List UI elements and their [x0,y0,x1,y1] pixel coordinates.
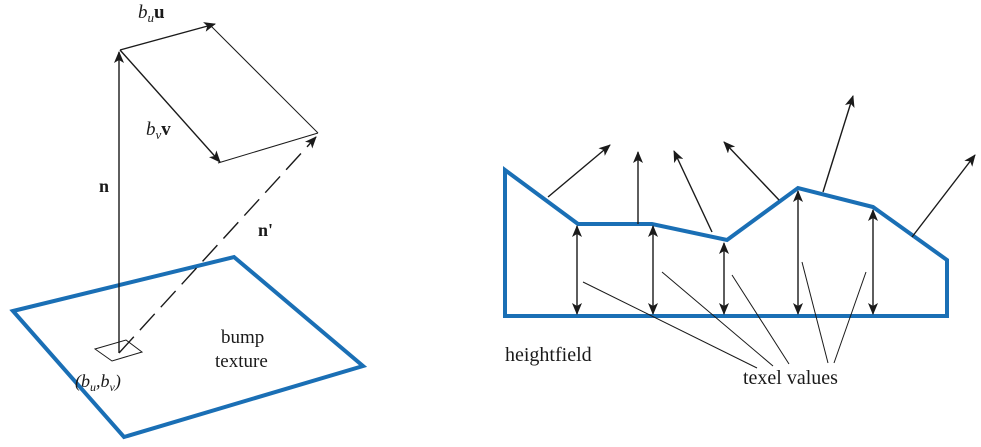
texel-coord-label: (bu,bv) [75,371,121,394]
perturbed-normal-label: n' [258,220,273,240]
texel-leader-line [731,274,790,365]
normal-label: n [99,176,109,196]
texel-leader-line [833,271,867,364]
right-diagram: heightfield texel values [503,95,976,389]
surface-normal-arrow [822,95,855,193]
left-diagram: n n' buu bvv bump texture (bu,bv) [9,2,368,440]
parallelogram-edge-right [209,24,319,134]
surface-normal-arrow [911,154,976,238]
bv-v-arrow [119,49,221,163]
texel-leader-line [582,281,758,369]
texel-leader-line [661,271,774,367]
surface-normal-arrow [723,141,780,201]
perturbed-normal-line [118,136,317,354]
bump-texture-plane [9,254,368,440]
surface-normal-arrow [547,144,611,198]
texel-values-label: texel values [743,367,838,389]
surface-normal-arrow [673,150,713,233]
texel-square [93,339,144,362]
heightfield-label: heightfield [505,344,592,366]
heightfield-outline [503,166,949,318]
parallelogram-edge-bottom [217,132,319,164]
bu-u-label: buu [138,2,165,25]
texture-label: texture [215,351,268,372]
bv-v-label: bvv [146,119,171,142]
bu-u-arrow [119,22,216,51]
bump-label: bump [221,327,264,348]
texel-leader-line [801,261,829,364]
